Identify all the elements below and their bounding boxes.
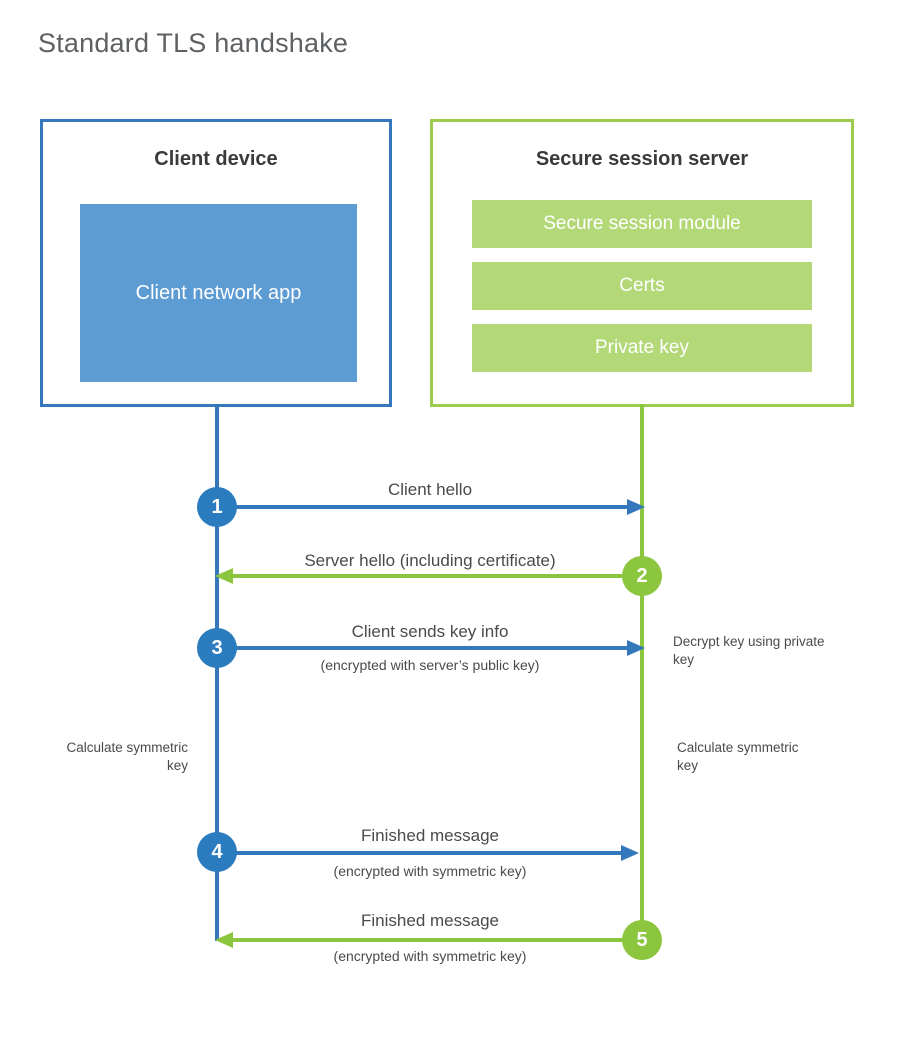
step-4-label: Finished message xyxy=(361,826,499,845)
step-3-circle: 3 xyxy=(197,628,237,668)
server-lifeline xyxy=(640,404,644,941)
step-3-sublabel: (encrypted with server’s public key) xyxy=(320,657,540,673)
step-3-arrow xyxy=(217,638,647,658)
step-5-circle: 5 xyxy=(622,920,662,960)
step-1-label: Client hello xyxy=(387,480,473,499)
secure-session-server-title: Secure session server xyxy=(535,148,749,170)
step-4-circle: 4 xyxy=(197,832,237,872)
step-3-label: Client sends key info xyxy=(351,622,509,641)
server-module-list: Secure session module Certs Private key xyxy=(472,200,812,386)
step-4-arrow xyxy=(217,843,647,863)
step-2-label: Server hello (including certificate) xyxy=(304,551,556,570)
step-4-sublabel: (encrypted with symmetric key) xyxy=(333,863,527,879)
client-lifeline xyxy=(215,404,219,941)
page-title: Standard TLS handshake xyxy=(38,28,349,58)
server-module-private-key: Private key xyxy=(472,324,812,372)
step-5-label: Finished message xyxy=(361,911,499,930)
note-server-calculate-symmetric-key: Calculate symmetric key xyxy=(677,740,799,774)
client-device-title: Client device xyxy=(154,148,278,170)
step-1-circle: 1 xyxy=(197,487,237,527)
client-network-app-block: Client network app xyxy=(80,204,357,382)
server-module-certs: Certs xyxy=(472,262,812,310)
note-client-calculate-symmetric-key: Calculate symmetric key xyxy=(66,740,188,774)
step-5-sublabel: (encrypted with symmetric key) xyxy=(333,948,527,964)
step-2-circle: 2 xyxy=(622,556,662,596)
step-1-arrow xyxy=(217,497,647,517)
step-2-arrow xyxy=(213,566,643,586)
client-device-box: Client device Client network app xyxy=(40,119,392,407)
step-5-arrow xyxy=(213,930,643,950)
note-decrypt-key: Decrypt key using private key xyxy=(673,634,825,668)
secure-session-server-box: Secure session server Secure session mod… xyxy=(430,119,854,407)
server-module-secure-session-module: Secure session module xyxy=(472,200,812,248)
